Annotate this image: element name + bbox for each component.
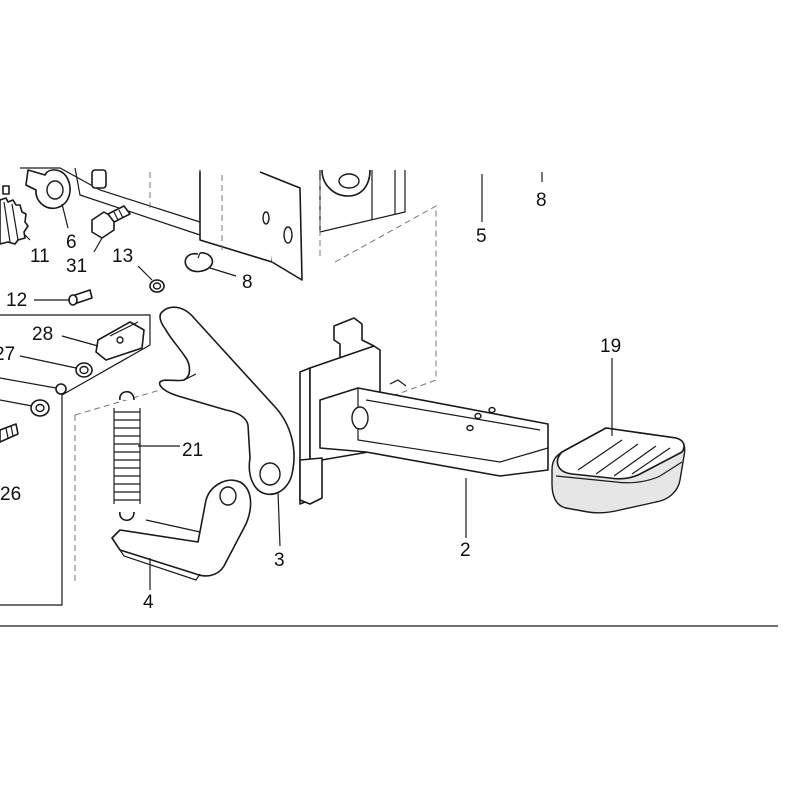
callout-3: 3 xyxy=(274,550,285,571)
callout-8-circlip: 8 xyxy=(242,272,253,293)
callout-5: 5 xyxy=(476,226,487,247)
callout-4: 4 xyxy=(143,592,154,613)
part-4-lever xyxy=(111,479,252,581)
callout-28: 28 xyxy=(32,324,53,345)
callout-21: 21 xyxy=(182,440,203,461)
callout-27: 27 xyxy=(0,344,15,365)
part-28-block xyxy=(95,321,145,361)
part-3-lever xyxy=(158,306,295,496)
callout-6: 6 xyxy=(66,232,77,253)
part-19-pedal-pad xyxy=(551,427,686,514)
callout-13: 13 xyxy=(112,246,133,267)
part-21-spring xyxy=(113,390,141,522)
leader-lines xyxy=(0,172,613,590)
part-12-pin xyxy=(68,289,93,306)
callout-12: 12 xyxy=(6,290,27,311)
callout-26: 26 xyxy=(0,484,21,505)
part-8-circlip xyxy=(184,252,214,273)
part-26-screw xyxy=(0,423,19,443)
subassembly-box xyxy=(0,314,161,606)
part-27-nut xyxy=(75,362,93,378)
part-11-gear xyxy=(0,185,29,245)
callout-2: 2 xyxy=(460,540,471,561)
housing-frame xyxy=(20,167,437,396)
callout-31: 31 xyxy=(66,256,87,277)
callout-11: 11 xyxy=(30,246,50,267)
callout-19: 19 xyxy=(600,336,621,357)
part-13-washer xyxy=(149,279,165,293)
washers xyxy=(30,383,67,417)
part-6-ring-plate xyxy=(25,169,71,210)
part-31-bolt xyxy=(91,205,131,239)
callout-8-top: 8 xyxy=(536,190,547,211)
callout-labels: 11 6 31 13 8 5 8 12 28 27 26 21 3 4 2 19 xyxy=(0,190,621,613)
part-2-bracket xyxy=(299,317,549,505)
